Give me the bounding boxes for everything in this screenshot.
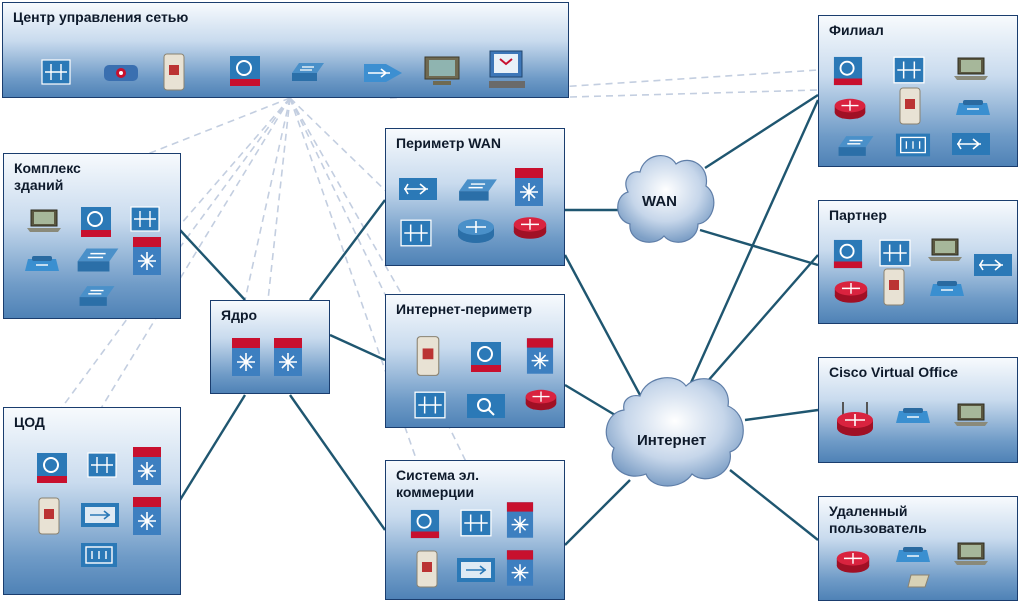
switch-icon: [459, 179, 497, 201]
ips-icon: [230, 56, 260, 86]
cvo-box: Cisco Virtual Office: [818, 357, 1018, 463]
phone-icon: [25, 256, 59, 271]
router-icon: [834, 281, 868, 303]
firewall-icon: [879, 239, 911, 267]
server-icon: [416, 336, 440, 376]
router-icon: [834, 98, 866, 120]
switch-icon: [77, 248, 119, 272]
wan-optimizer-icon: [364, 64, 402, 82]
server-icon: [416, 550, 438, 588]
server-icon: [899, 87, 921, 125]
module-icon: [81, 543, 117, 567]
dc-box: ЦОД: [3, 407, 181, 595]
modem-icon: [907, 574, 930, 588]
router-icon: [513, 217, 547, 239]
multilayer-switch-icon: [526, 338, 554, 374]
module-icon: [895, 133, 931, 157]
switch-icon: [292, 63, 324, 81]
multilayer-switch-icon: [506, 550, 534, 586]
router-icon: [458, 219, 494, 243]
workstation-icon: [489, 50, 525, 88]
wan-optimizer-icon: [952, 133, 990, 155]
campus-box: Комплекс зданий: [3, 153, 181, 319]
router-icon: [837, 402, 873, 436]
dc-title: ЦОД: [14, 414, 45, 430]
wan-optimizer-icon: [974, 254, 1012, 276]
partner-title: Партнер: [829, 207, 887, 223]
laptop-icon: [928, 238, 962, 261]
multilayer-switch-icon: [133, 447, 161, 485]
network-links: [178, 93, 820, 546]
internet-edge-box: Интернет-периметр: [385, 294, 565, 428]
router-icon: [836, 551, 870, 573]
remote-user-title: Удаленный пользователь: [829, 503, 927, 536]
multilayer-switch-icon: [515, 168, 543, 206]
laptop-icon: [954, 57, 988, 80]
internet-edge-title: Интернет-периметр: [396, 301, 533, 317]
firewall-icon: [893, 56, 925, 84]
phone-icon: [896, 547, 930, 562]
camera-icon: [104, 65, 138, 81]
firewall-icon: [41, 59, 71, 85]
branch-title: Филиал: [829, 22, 884, 38]
campus-title: Комплекс зданий: [14, 160, 81, 193]
ips-icon: [37, 453, 67, 483]
router-icon: [525, 389, 557, 411]
phone-icon: [956, 100, 990, 115]
laptop-icon: [954, 542, 988, 565]
server-icon: [883, 268, 905, 306]
multilayer-switch-icon: [133, 237, 161, 275]
ecommerce-box: Система эл. коммерции: [385, 460, 565, 600]
internet-cloud: [605, 377, 744, 487]
multilayer-switch-icon: [133, 497, 161, 535]
content-switch-icon: [457, 558, 495, 582]
web-security-icon: [467, 394, 505, 418]
remote-user-box: Удаленный пользователь: [818, 496, 1018, 601]
cvo-title: Cisco Virtual Office: [829, 364, 958, 380]
internet-cloud-label: Интернет: [637, 432, 707, 449]
laptop-icon: [954, 403, 988, 426]
firewall-icon: [400, 219, 432, 247]
wan-cloud: [617, 155, 715, 243]
ips-icon: [81, 207, 111, 237]
firewall-icon: [130, 206, 160, 232]
content-switch-icon: [81, 503, 119, 527]
wan-cloud-label: WAN: [642, 193, 677, 210]
wan-edge-title: Периметр WAN: [396, 135, 501, 151]
wan-edge-box: Периметр WAN: [385, 128, 565, 266]
firewall-icon: [460, 509, 492, 537]
ecommerce-title: Система эл. коммерции: [396, 467, 479, 500]
laptop-icon: [27, 209, 61, 232]
multilayer-switch-icon: [232, 338, 260, 376]
firewall-icon: [414, 391, 446, 419]
phone-icon: [896, 408, 930, 423]
branch-box: Филиал: [818, 15, 1018, 167]
partner-box: Партнер: [818, 200, 1018, 324]
server-icon: [163, 53, 185, 91]
core-box: Ядро: [210, 300, 330, 394]
core-title: Ядро: [221, 307, 258, 323]
ips-icon: [833, 239, 863, 269]
server-icon: [38, 497, 60, 535]
ips-icon: [471, 342, 501, 372]
ips-icon: [410, 509, 440, 539]
phone-icon: [930, 281, 964, 296]
switch-icon: [838, 136, 874, 156]
multilayer-switch-icon: [274, 338, 302, 376]
firewall-icon: [87, 452, 117, 478]
nms-title: Центр управления сетью: [13, 9, 189, 25]
multilayer-switch-icon: [506, 502, 534, 538]
nms-box: Центр управления сетью: [2, 2, 569, 98]
ips-icon: [833, 56, 863, 86]
wan-optimizer-icon: [399, 178, 437, 200]
monitor-icon: [424, 56, 460, 85]
switch-icon: [79, 286, 115, 306]
